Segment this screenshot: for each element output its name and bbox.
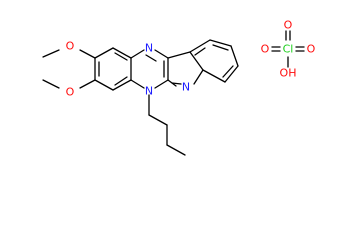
- atom-label-o-methoxy-top: O: [66, 40, 75, 53]
- bond: [79, 49, 96, 59]
- atom-label-n-indole: N: [182, 81, 190, 94]
- bond: [145, 54, 157, 62]
- bond: [230, 45, 239, 67]
- bond: [166, 144, 186, 156]
- chemical-structure-diagram: N N N O O O O Cl O OH: [42, 19, 316, 156]
- bond: [189, 51, 204, 71]
- bond: [189, 39, 211, 53]
- atom-label-n-top: N: [145, 42, 153, 55]
- atom-label-perchlorate-o-right: O: [307, 43, 316, 56]
- bond: [94, 79, 114, 91]
- atom-label-perchlorate-o-top: O: [284, 19, 293, 32]
- perchlorate-group: O O Cl O OH: [261, 19, 316, 80]
- atom-label-chlorine: Cl: [283, 43, 294, 56]
- bond: [42, 79, 60, 89]
- bond: [209, 39, 232, 47]
- bond: [171, 82, 182, 85]
- bond: [112, 47, 132, 59]
- atom-label-o-methoxy-bottom: O: [66, 86, 75, 99]
- bond: [130, 79, 145, 89]
- atom-label-perchlorate-o-left: O: [261, 43, 270, 56]
- bond: [154, 49, 169, 59]
- structure-canvas: N N N O O O O Cl O OH: [42, 19, 316, 156]
- bond: [94, 47, 114, 59]
- bond: [212, 44, 229, 51]
- bond: [114, 76, 128, 86]
- bond: [224, 65, 239, 83]
- atom-label-perchlorate-oh: OH: [280, 67, 297, 80]
- bond: [193, 69, 204, 85]
- molecule-bonds: [42, 39, 239, 156]
- bond: [112, 79, 132, 91]
- molecule-atom-labels: N N N O O: [66, 40, 190, 99]
- bond: [130, 49, 145, 59]
- bond: [167, 51, 191, 59]
- bond: [42, 49, 60, 58]
- bond: [194, 47, 206, 56]
- bond: [202, 69, 226, 83]
- bond: [222, 65, 234, 78]
- bond: [79, 79, 96, 89]
- bond: [154, 79, 169, 89]
- bond: [114, 52, 128, 61]
- bond: [148, 114, 168, 126]
- atom-label-n-bottom: N: [145, 85, 153, 98]
